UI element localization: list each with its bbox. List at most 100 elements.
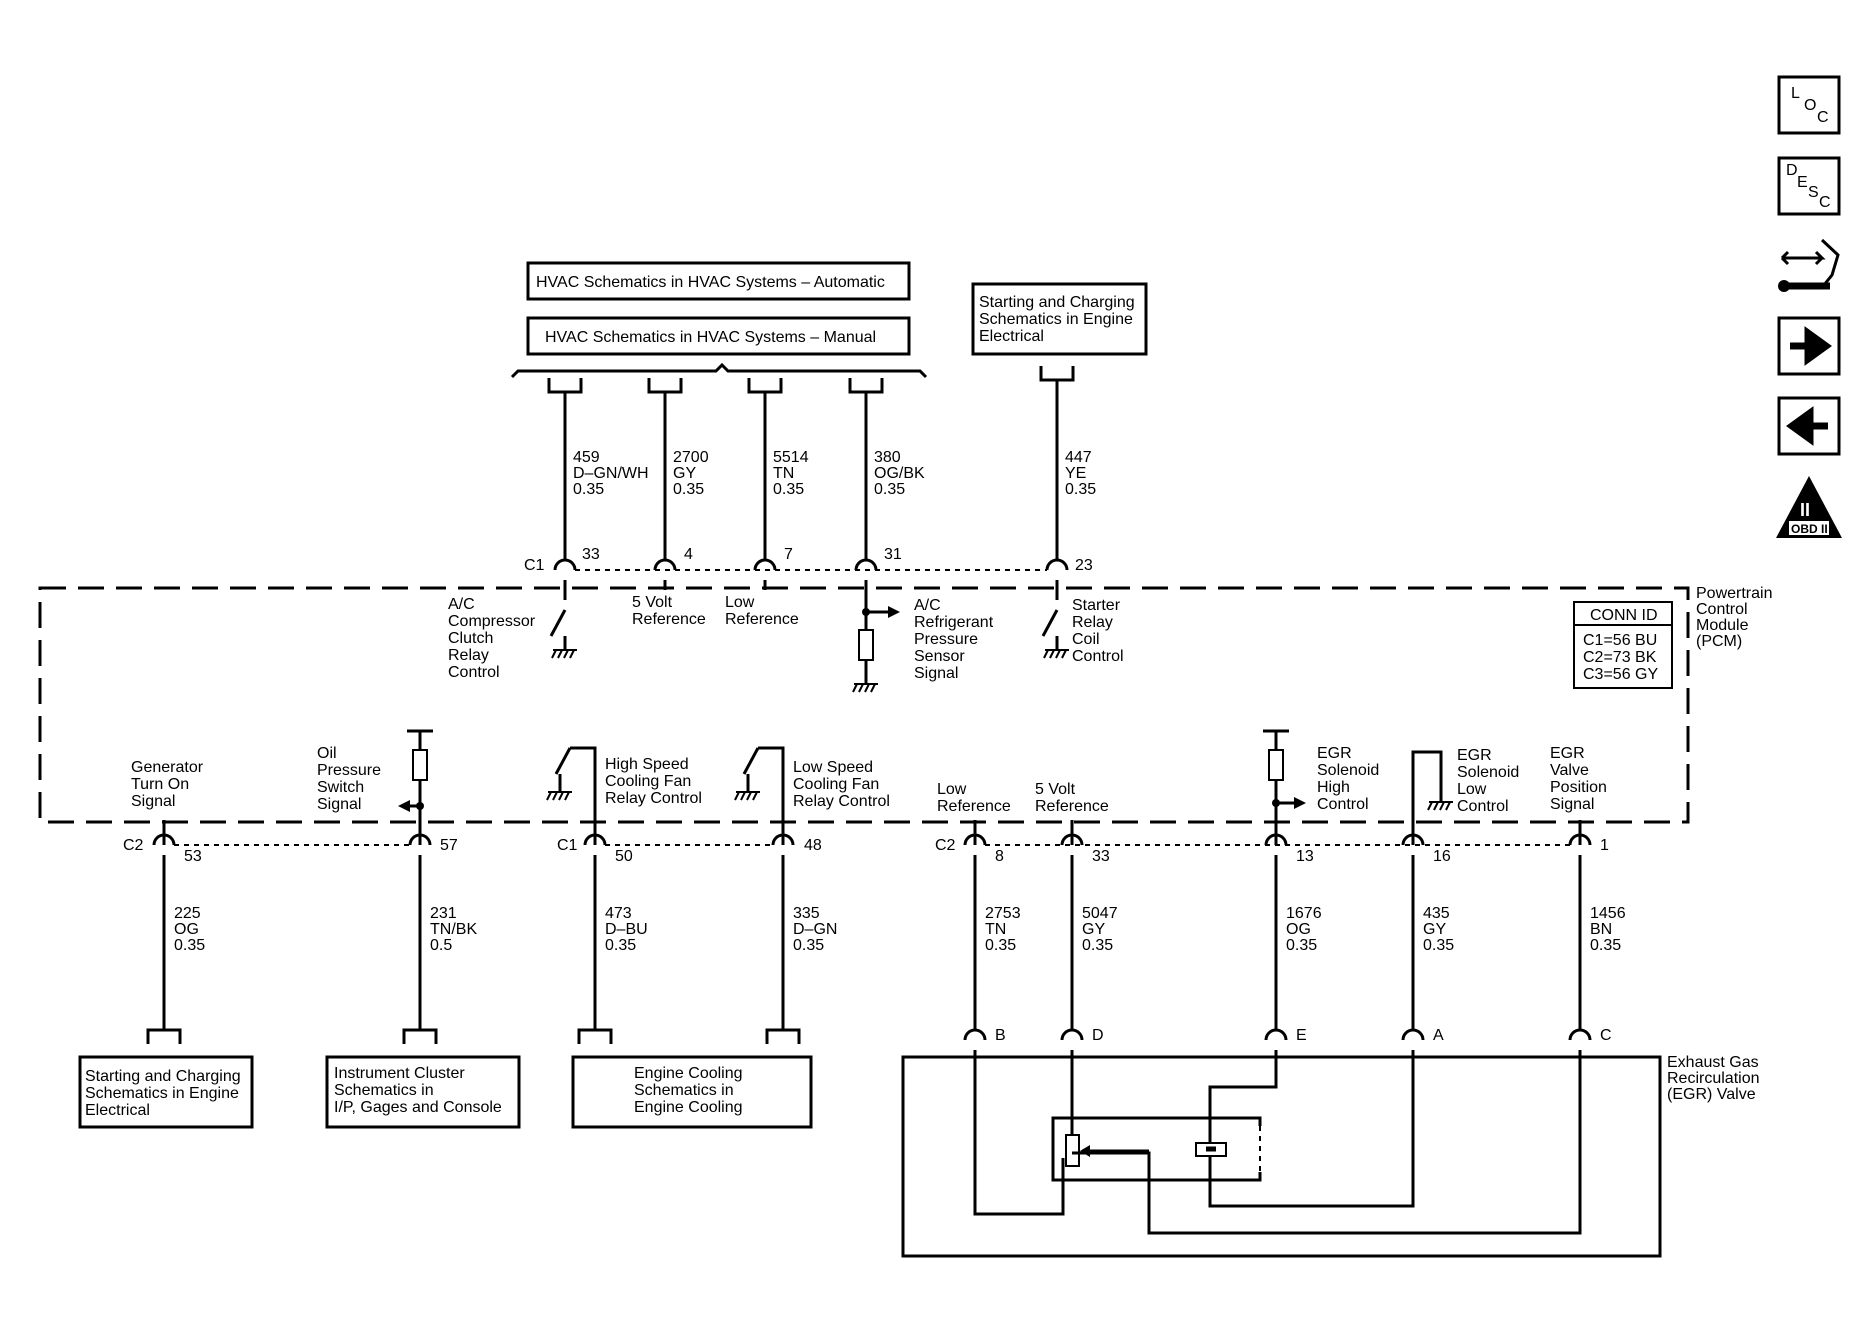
egr-pin-letter: B <box>995 1027 1006 1044</box>
hvac-manual-link[interactable]: HVAC Schematics in HVAC Systems – Manual <box>526 316 911 356</box>
ref-line: Schematics in <box>334 1082 434 1099</box>
previous-arrow-button[interactable] <box>1777 396 1841 456</box>
svg-text:D–BU: D–BU <box>605 921 648 938</box>
svg-text:Control: Control <box>1072 648 1124 665</box>
egr-pin-letter: E <box>1296 1027 1307 1044</box>
egr-valve: Exhaust Gas Recirculation (EGR) Valve <box>901 1050 1759 1258</box>
ref-line: Schematics in <box>634 1082 734 1099</box>
pin-number: 53 <box>184 848 202 865</box>
svg-text:Valve: Valve <box>1550 762 1589 779</box>
svg-text:Clutch: Clutch <box>448 630 493 647</box>
circuit-number: 2700 <box>673 449 709 466</box>
pin-number: 48 <box>804 837 822 854</box>
svg-text:Oil: Oil <box>317 745 337 762</box>
pcm-top-internals <box>549 580 1069 693</box>
circuit-number: 5514 <box>773 449 809 466</box>
svg-text:Module: Module <box>1696 617 1749 634</box>
hvac-auto-label: HVAC Schematics in HVAC Systems – Automa… <box>536 274 885 291</box>
starting-charging-link-bottom[interactable]: Starting and Charging Schematics in Engi… <box>78 1055 254 1129</box>
svg-text:High Speed: High Speed <box>605 756 689 773</box>
hvac-automatic-link[interactable]: HVAC Schematics in HVAC Systems – Automa… <box>526 261 911 301</box>
svg-text:Low: Low <box>1457 781 1487 798</box>
connector-id: C2 <box>935 837 956 854</box>
top-wires <box>563 380 1059 560</box>
pin-number: 33 <box>1092 848 1110 865</box>
svg-text:Refrigerant: Refrigerant <box>914 614 994 631</box>
svg-text:Control: Control <box>1457 798 1509 815</box>
svg-text:Solenoid: Solenoid <box>1317 762 1379 779</box>
wire-color: TN <box>773 465 794 482</box>
wire-gauge: 0.35 <box>874 481 905 498</box>
top-circuit-labels: 459 D–GN/WH 0.35 2700 GY 0.35 5514 TN 0.… <box>573 449 1096 498</box>
pin-number: 57 <box>440 837 458 854</box>
svg-text:Coil: Coil <box>1072 631 1100 648</box>
svg-text:Signal: Signal <box>131 793 175 810</box>
svg-text:D–GN: D–GN <box>793 921 837 938</box>
svg-text:0.35: 0.35 <box>1286 937 1317 954</box>
connector-repair-icon[interactable] <box>1778 238 1840 292</box>
ref-line: Instrument Cluster <box>334 1065 465 1082</box>
pcm-bottom-internals <box>162 729 1582 835</box>
starting-charging-link-top[interactable]: Starting and Charging Schematics in Engi… <box>971 282 1148 356</box>
obd-numeral: II <box>1800 500 1810 520</box>
svg-text:Low: Low <box>725 594 755 611</box>
svg-text:Position: Position <box>1550 779 1607 796</box>
svg-text:Relay Control: Relay Control <box>605 790 702 807</box>
ref-line: Electrical <box>85 1102 150 1119</box>
pin-number: 16 <box>1433 848 1451 865</box>
svg-text:GY: GY <box>1423 921 1446 938</box>
svg-text:Reference: Reference <box>937 798 1011 815</box>
location-button[interactable]: L O C <box>1777 75 1841 135</box>
pcm-boundary <box>38 586 1690 824</box>
wire-gauge: 0.35 <box>1065 481 1096 498</box>
svg-text:1456: 1456 <box>1590 905 1626 922</box>
connector-id: C1 <box>557 837 578 854</box>
svg-text:EGR: EGR <box>1317 745 1352 762</box>
svg-text:Control: Control <box>1696 601 1748 618</box>
svg-text:OG: OG <box>1286 921 1311 938</box>
egr-connector-row: B D E A C <box>963 1027 1612 1044</box>
pcm-label: Powertrain Control Module (PCM) <box>1696 585 1772 650</box>
svg-text:Starter: Starter <box>1072 597 1121 614</box>
svg-text:1676: 1676 <box>1286 905 1322 922</box>
description-button[interactable]: D E S C <box>1777 156 1841 216</box>
svg-text:A/C: A/C <box>448 596 475 613</box>
svg-text:Reference: Reference <box>725 611 799 628</box>
svg-text:Exhaust Gas: Exhaust Gas <box>1667 1054 1759 1071</box>
svg-text:225: 225 <box>174 905 201 922</box>
bottom-ref-terminals <box>146 1028 801 1044</box>
bottom-wires <box>162 855 1582 1030</box>
svg-text:High: High <box>1317 779 1350 796</box>
svg-text:Cooling Fan: Cooling Fan <box>605 773 691 790</box>
egr-pin-letter: A <box>1433 1027 1444 1044</box>
obd-label: OBD II <box>1791 522 1828 536</box>
svg-text:5 Volt: 5 Volt <box>1035 781 1076 798</box>
circuit-number: 447 <box>1065 449 1092 466</box>
instrument-cluster-link[interactable]: Instrument Cluster Schematics in I/P, Ga… <box>325 1055 521 1129</box>
svg-text:Control: Control <box>448 664 500 681</box>
obd-ii-icon[interactable]: II OBD II <box>1776 476 1842 538</box>
svg-text:EGR: EGR <box>1457 747 1492 764</box>
engine-cooling-link[interactable]: Engine Cooling Schematics in Engine Cool… <box>571 1055 813 1129</box>
svg-text:231: 231 <box>430 905 457 922</box>
pin-number: 50 <box>615 848 633 865</box>
svg-text:Reference: Reference <box>632 611 706 628</box>
svg-text:C1=56 BU: C1=56 BU <box>1583 632 1657 649</box>
circuit-number: 380 <box>874 449 901 466</box>
bottom-circuit-labels: 225 OG 0.35 231 TN/BK 0.5 473 D–BU 0.35 … <box>174 905 1626 954</box>
bottom-connector-row: C2 C1 C2 53 57 50 48 8 33 13 16 1 <box>123 833 1609 865</box>
svg-text:(EGR) Valve: (EGR) Valve <box>1667 1086 1756 1103</box>
svg-text:(PCM): (PCM) <box>1696 633 1742 650</box>
svg-text:335: 335 <box>793 905 820 922</box>
next-arrow-button[interactable] <box>1777 316 1841 376</box>
wire-color: GY <box>673 465 696 482</box>
svg-text:Relay: Relay <box>448 647 489 664</box>
ref-line: Starting and Charging <box>979 294 1135 311</box>
pin-number: 23 <box>1075 557 1093 574</box>
wire-color: OG/BK <box>874 465 925 482</box>
ref-line: Starting and Charging <box>85 1068 241 1085</box>
svg-text:0.35: 0.35 <box>1590 937 1621 954</box>
svg-text:0.35: 0.35 <box>174 937 205 954</box>
svg-text:EGR: EGR <box>1550 745 1585 762</box>
svg-text:0.5: 0.5 <box>430 937 452 954</box>
